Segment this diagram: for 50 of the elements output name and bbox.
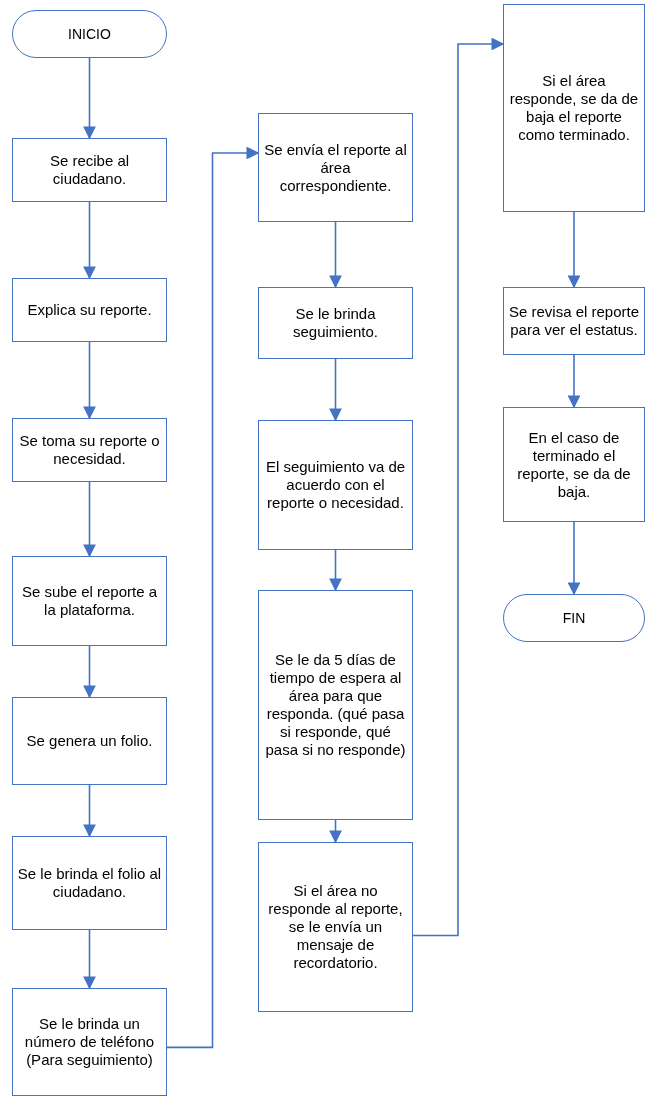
- process-box: [258, 590, 413, 820]
- node-text: Se revisa el reporte para ver el estatus.: [508, 303, 640, 339]
- arrow: [166, 146, 260, 1049]
- process-box: [12, 836, 167, 930]
- arrow: [567, 521, 581, 596]
- process-box: [12, 138, 167, 202]
- node-text: Se envía el reporte al área correspondiente.: [263, 140, 408, 195]
- arrow: [83, 201, 96, 280]
- node-text: Se le brinda un número de teléfono (Para seguimiento): [23, 1015, 156, 1069]
- arrow: [83, 645, 96, 699]
- node-text: Se le brinda seguimiento.: [291, 305, 380, 341]
- process-box: [258, 420, 413, 550]
- process-box: [12, 988, 167, 1096]
- arrow: [83, 929, 96, 990]
- terminal-pill: [503, 594, 645, 642]
- node-text: Se genera un folio.: [26, 732, 153, 750]
- process-box: [12, 697, 167, 785]
- arrow: [567, 354, 581, 409]
- arrow: [329, 549, 342, 592]
- arrow: [83, 341, 96, 420]
- arrow: [567, 211, 581, 289]
- process-box: [503, 407, 645, 522]
- process-box: [258, 113, 413, 222]
- node-text: Explica su reporte.: [27, 301, 152, 319]
- arrow: [83, 57, 96, 140]
- node-text: En el caso de terminado el reporte, se da de baja.: [516, 428, 632, 501]
- terminal-pill: [12, 10, 167, 58]
- node-text: INICIO: [68, 24, 111, 44]
- node-text: Se le brinda el folio al ciudadano.: [17, 865, 162, 901]
- arrow: [83, 481, 96, 558]
- node-text: Si el área responde, se da de baja el reporte como terminado.: [508, 72, 640, 144]
- arrow: [329, 819, 342, 844]
- process-box: [12, 418, 167, 482]
- arrow: [412, 37, 505, 937]
- arrow: [83, 784, 96, 838]
- process-box: [258, 287, 413, 359]
- node-text: Se toma su reporte o necesidad.: [18, 432, 161, 468]
- node-text: Se le da 5 días de tiempo de espera al área para que responda. (qué pasa si responde, qué pasa si no responde): [264, 651, 407, 759]
- process-box: [503, 287, 645, 355]
- process-box: [12, 556, 167, 646]
- process-box: [258, 842, 413, 1012]
- process-box: [12, 278, 167, 342]
- node-text: Si el área no responde al reporte, se le envía un mensaje de recordatorio.: [267, 882, 404, 972]
- arrow: [329, 358, 342, 422]
- node-text: Se recibe al ciudadano.: [48, 152, 131, 188]
- arrow: [329, 221, 342, 289]
- node-text: FIN: [562, 608, 586, 628]
- process-box: [503, 4, 645, 212]
- node-text: Se sube el reporte a la plataforma.: [20, 583, 159, 619]
- node-text: El seguimiento va de acuerdo con el reporte o necesidad.: [264, 458, 407, 512]
